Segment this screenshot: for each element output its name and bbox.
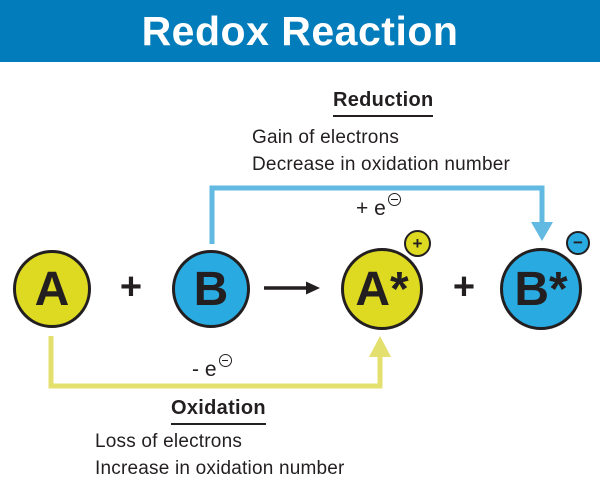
product-b-circle: B* bbox=[500, 248, 582, 330]
gain-electron-text: + e bbox=[356, 197, 386, 220]
oxidation-description-2: Increase in oxidation number bbox=[95, 458, 345, 479]
page-title: Redox Reaction bbox=[141, 7, 459, 54]
circled-minus-icon bbox=[218, 354, 232, 367]
reduction-description-2: Decrease in oxidation number bbox=[252, 154, 511, 175]
circled-minus-icon bbox=[387, 193, 401, 206]
reduction-arrowhead bbox=[531, 222, 553, 241]
oxidation-description-1: Loss of electrons bbox=[95, 431, 243, 452]
minus-dash bbox=[390, 198, 398, 201]
reactant-b-label: B bbox=[193, 262, 229, 316]
reactant-a-label: A bbox=[34, 262, 70, 316]
gain-electron-label: + e bbox=[356, 193, 401, 221]
loss-electron-label: - e bbox=[192, 354, 232, 382]
minus-dash bbox=[221, 359, 229, 362]
reduction-description-1: Gain of electrons bbox=[252, 127, 400, 148]
plus-operator-1: + bbox=[119, 266, 143, 308]
reaction-arrow-icon bbox=[264, 281, 320, 295]
product-a-circle: A* bbox=[341, 248, 423, 330]
reactant-b-circle: B bbox=[172, 250, 250, 328]
positive-charge-badge: + bbox=[404, 230, 431, 257]
reduction-label: Reduction bbox=[333, 89, 434, 117]
oxidation-label: Oxidation bbox=[171, 397, 266, 425]
product-b-label: B* bbox=[514, 262, 568, 316]
reaction-arrowhead bbox=[306, 281, 320, 295]
reactant-a-circle: A bbox=[13, 250, 91, 328]
negative-charge-badge: − bbox=[566, 231, 590, 255]
product-a-label: A* bbox=[355, 262, 409, 316]
header-banner: Redox Reaction bbox=[0, 0, 600, 62]
oxidation-arrowhead bbox=[369, 336, 391, 357]
loss-electron-text: - e bbox=[192, 358, 217, 381]
plus-operator-2: + bbox=[452, 266, 476, 308]
